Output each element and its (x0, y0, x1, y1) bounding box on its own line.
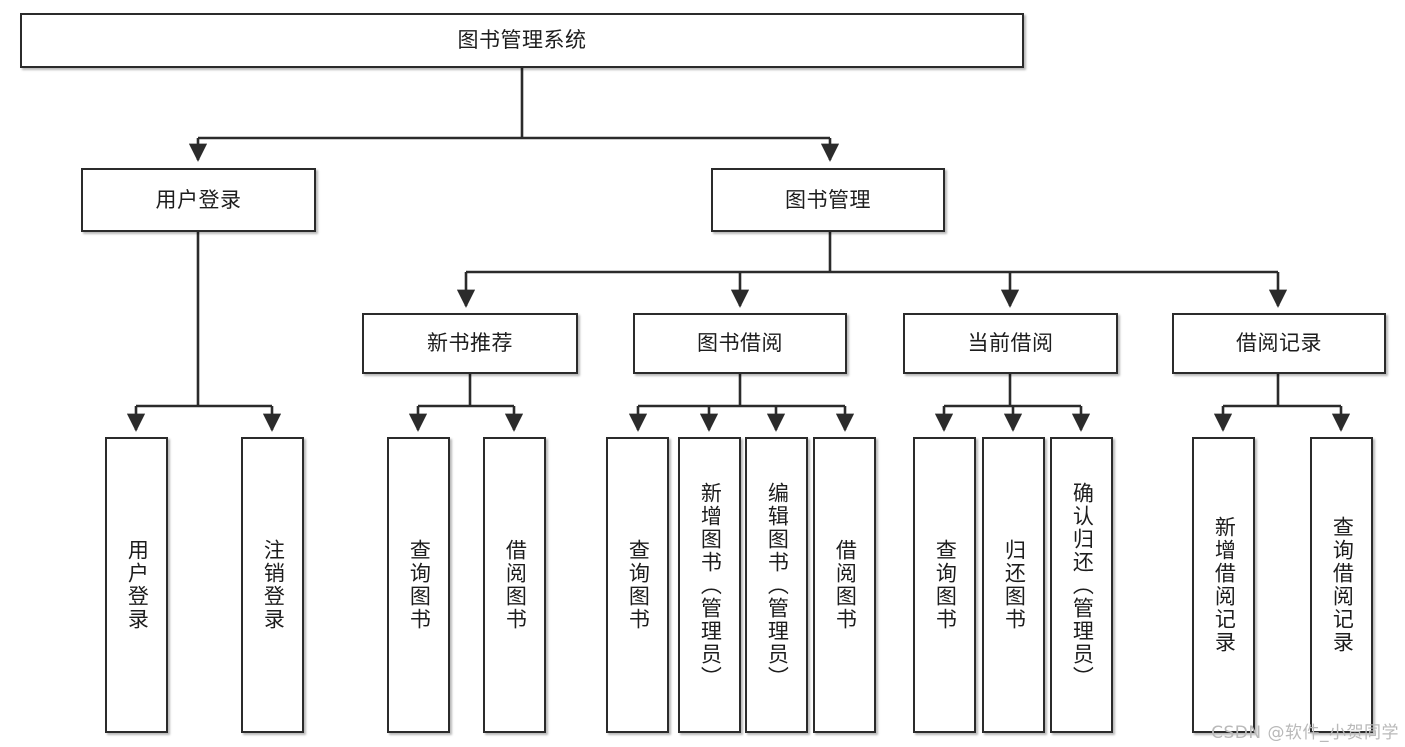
node-current-borrow[interactable]: 当前借阅 (903, 313, 1118, 374)
leaf-label: 借阅图书 (503, 539, 528, 631)
node-book-borrow[interactable]: 图书借阅 (633, 313, 847, 374)
node-borrow-record-label: 借阅记录 (1236, 331, 1322, 356)
leaf-user-login-login[interactable]: 用户登录 (105, 437, 168, 733)
node-root[interactable]: 图书管理系统 (20, 13, 1024, 68)
node-borrow-record[interactable]: 借阅记录 (1172, 313, 1386, 374)
node-user-login-label: 用户登录 (155, 187, 242, 212)
leaf-new-book-borrow-book[interactable]: 借阅图书 (483, 437, 546, 733)
leaf-label: 新增图书（管理员） (698, 481, 723, 689)
leaf-borrow-record-add-record[interactable]: 新增借阅记录 (1192, 437, 1255, 733)
leaf-book-borrow-query-book[interactable]: 查询图书 (606, 437, 669, 733)
leaf-label: 新增借阅记录 (1212, 516, 1237, 654)
leaf-label: 归还图书 (1002, 539, 1027, 631)
leaf-label: 查询图书 (626, 539, 651, 631)
leaf-user-login-logout[interactable]: 注销登录 (241, 437, 304, 733)
leaf-label: 确认归还（管理员） (1070, 481, 1095, 689)
watermark: CSDN @软件_小贺同学 (1211, 723, 1399, 743)
node-current-borrow-label: 当前借阅 (967, 331, 1054, 356)
leaf-label: 用户登录 (125, 539, 150, 631)
node-user-login[interactable]: 用户登录 (81, 168, 316, 232)
leaf-book-borrow-edit-book-admin[interactable]: 编辑图书（管理员） (745, 437, 808, 733)
node-book-management[interactable]: 图书管理 (711, 168, 945, 232)
node-new-book-recommend-label: 新书推荐 (427, 331, 513, 356)
node-root-label: 图书管理系统 (457, 28, 587, 53)
node-book-borrow-label: 图书借阅 (697, 331, 783, 356)
leaf-current-borrow-confirm-return-admin[interactable]: 确认归还（管理员） (1050, 437, 1113, 733)
leaf-label: 注销登录 (261, 539, 286, 631)
leaf-current-borrow-query-book[interactable]: 查询图书 (913, 437, 976, 733)
leaf-book-borrow-add-book-admin[interactable]: 新增图书（管理员） (678, 437, 741, 733)
leaf-label: 查询借阅记录 (1330, 516, 1355, 654)
leaf-current-borrow-return-book[interactable]: 归还图书 (982, 437, 1045, 733)
leaf-label: 查询图书 (933, 539, 958, 631)
leaf-new-book-query-book[interactable]: 查询图书 (387, 437, 450, 733)
leaf-borrow-record-query-record[interactable]: 查询借阅记录 (1310, 437, 1373, 733)
leaf-book-borrow-borrow-book[interactable]: 借阅图书 (813, 437, 876, 733)
leaf-label: 查询图书 (407, 539, 432, 631)
node-book-management-label: 图书管理 (785, 187, 871, 212)
leaf-label: 借阅图书 (833, 539, 858, 631)
node-new-book-recommend[interactable]: 新书推荐 (362, 313, 578, 374)
leaf-label: 编辑图书（管理员） (765, 481, 790, 689)
